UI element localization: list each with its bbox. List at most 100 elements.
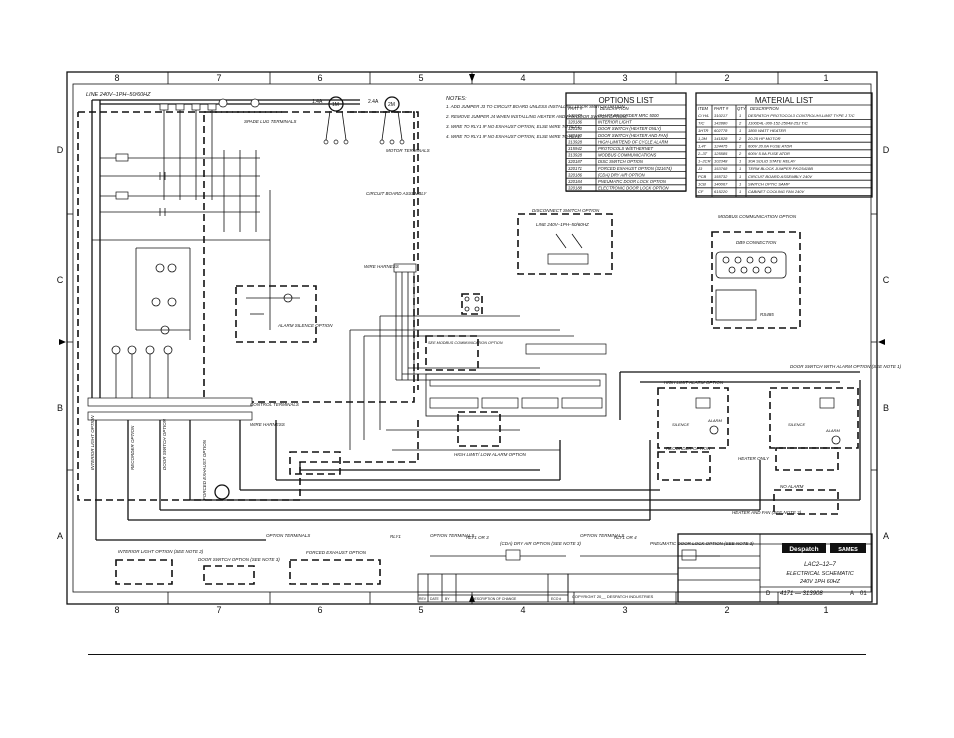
material-row-item: 1CB — [698, 181, 706, 186]
options-row-desc: PROTOCOLS W/ETHERNET — [598, 146, 654, 151]
material-row-item: 2–3T — [697, 151, 708, 156]
motor-1m — [323, 96, 349, 145]
junction-box — [461, 293, 483, 315]
options-row-part: 320186 — [568, 172, 583, 177]
material-row-part: 102348 — [714, 159, 728, 164]
enclosure-outline — [77, 111, 419, 501]
high-limit-low-alarm-option-box — [457, 411, 501, 447]
heater-only-option-box — [775, 447, 839, 471]
drawing-sheet: 01 — [860, 591, 867, 597]
row-right-d: D — [883, 145, 890, 155]
control-terminal-strip — [87, 397, 253, 421]
material-row-part: 142880 — [714, 121, 728, 126]
material-row-desc: 1800 WATT HEATER — [748, 128, 786, 133]
heater-fan-label: HEATER AND FAN (SEE NOTE 2) — [732, 510, 802, 515]
disconnect-line-label: LINE 240V–1PH–50/60HZ — [536, 222, 589, 227]
options-row-part: 320186 — [568, 120, 583, 125]
row-left-b: B — [57, 403, 63, 413]
col-top-7: 7 — [216, 73, 221, 83]
title-block: Despatch SAMES LAC2–12–7 ELECTRICAL SCHE… — [677, 533, 873, 603]
circuit-board-box — [203, 111, 415, 403]
material-header-qty: QTY — [737, 106, 747, 111]
material-row-desc: TERM BLOCK JUMPER PK/25418B — [748, 166, 813, 171]
db9-label: DB9 CONNECTION — [736, 240, 777, 245]
recorder-option-vertical-label: RECORDER OPTION — [130, 425, 135, 470]
material-row-qty: 1 — [739, 181, 741, 186]
exhaust-motor-symbol — [214, 484, 230, 500]
row-right-c: C — [883, 275, 890, 285]
note-3: 3. WIRE TO RLY1 IF NO EXHAUST OPTION, EL… — [446, 124, 581, 129]
options-row-part: 313928 — [568, 153, 583, 158]
material-row-part: 615220 — [714, 189, 728, 194]
motor-2m — [379, 96, 405, 145]
col-top-4: 4 — [520, 73, 525, 83]
material-row-desc: 20.25 HP MOTOR — [747, 136, 781, 141]
material-row-item: 1–2CR — [698, 159, 711, 164]
motor-terminals-label: MOTOR TERMINALS — [386, 148, 430, 153]
notes-title: NOTES: — [446, 96, 467, 102]
note-4: 4. WIRE TO RLY1 IF NO EXHAUST OPTION, EL… — [446, 134, 581, 139]
col-bottom-8: 8 — [114, 605, 119, 615]
revision-block: REV DATE BY DESCRIPTION OF CHANGE ECO # — [417, 573, 569, 603]
options-header-part: PART # — [568, 106, 583, 111]
bottom-option-wiring — [430, 549, 720, 561]
spade-lug-label: SPADE LUG TERMINALS — [244, 119, 296, 124]
door-switch-option-box — [203, 565, 255, 585]
recorder-option-box — [657, 451, 711, 481]
material-row-item: 1,2M — [698, 136, 708, 141]
note-1: 1. ADD JUMPER J3 TO CIRCUIT BOARD UNLESS… — [446, 104, 626, 109]
col-bottom-7: 7 — [216, 605, 221, 615]
wire-harness-label-2: WIRE HARNESS — [250, 422, 285, 427]
interior-light-option-box — [115, 559, 173, 585]
center-arrow-bottom — [469, 594, 475, 602]
row-left-d: D — [57, 145, 64, 155]
disconnect-switch-option-box — [517, 213, 613, 275]
col-bottom-3: 3 — [622, 605, 627, 615]
material-row-qty: 2 — [738, 143, 742, 148]
rs485-module — [715, 289, 757, 321]
material-row-qty: 2 — [738, 136, 742, 141]
center-arrow-right — [878, 339, 885, 345]
door-switch-alarm-option-box — [769, 387, 859, 449]
rly-1-or-3-label: RLY1 OR 3 — [466, 535, 489, 540]
brand-logo-2 — [830, 543, 866, 553]
options-row-desc: PNEUMATIC DOOR LOCK OPTION — [598, 179, 667, 184]
wire-harness-label: WIRE HARNESS — [364, 264, 399, 269]
drawing-size: D — [766, 591, 771, 597]
col-top-8: 8 — [114, 73, 119, 83]
row-right-b: B — [883, 403, 889, 413]
col-bottom-5: 5 — [418, 605, 423, 615]
material-row-item: 1HTR — [698, 128, 709, 133]
options-row-desc: DOOR SWITCH (HEATER ONLY) — [598, 126, 662, 131]
material-list-table: MATERIAL LIST ITEM PART # QTY DESCRIPTIO… — [695, 92, 873, 198]
fuse-block — [159, 98, 260, 200]
options-header-desc: DESCRIPTION — [600, 106, 630, 111]
material-row-qty: 1 — [739, 166, 741, 171]
door-switch-option-label: DOOR SWITCH OPTION (SEE NOTE 3) — [198, 557, 280, 562]
material-list-title: MATERIAL LIST — [755, 96, 813, 105]
alarm-label-left: ALARM — [707, 418, 722, 423]
material-row-part: 140067 — [714, 181, 728, 186]
material-row-part: 153768 — [714, 166, 728, 171]
rev-header-date: DATE — [430, 597, 440, 601]
material-row-qty: 1 — [739, 128, 741, 133]
circuit-board-label: CIRCUIT BOARD ASSEMBLY — [366, 191, 427, 196]
material-row-qty: 2 — [738, 121, 742, 126]
material-row-item: PCB — [698, 174, 707, 179]
material-row-qty: 1 — [739, 159, 741, 164]
center-arrow-left — [59, 339, 66, 345]
material-header-part: PART # — [714, 106, 729, 111]
option-relays-left — [111, 345, 173, 398]
heater-only-label: HEATER ONLY — [738, 456, 770, 461]
material-row-desc: SWITCH OPTIC SAMP — [748, 181, 790, 186]
row-right-a: A — [883, 531, 889, 541]
modbus-option-box — [711, 231, 801, 329]
copyright-label: COPYRIGHT 20__ DESPATCH INDUSTRIES — [572, 594, 654, 599]
material-row-desc: DESPATCH PROTOCOL3 CONTROL/HI-LIMIT TYPE… — [748, 113, 855, 118]
options-list-title: OPTIONS LIST — [598, 96, 653, 105]
material-row-item: J3 — [697, 166, 703, 171]
forced-exhaust-option-label: FORCED EXHAUST OPTION — [306, 550, 367, 555]
col-bottom-6: 6 — [317, 605, 322, 615]
material-header-desc: DESCRIPTION — [750, 106, 780, 111]
